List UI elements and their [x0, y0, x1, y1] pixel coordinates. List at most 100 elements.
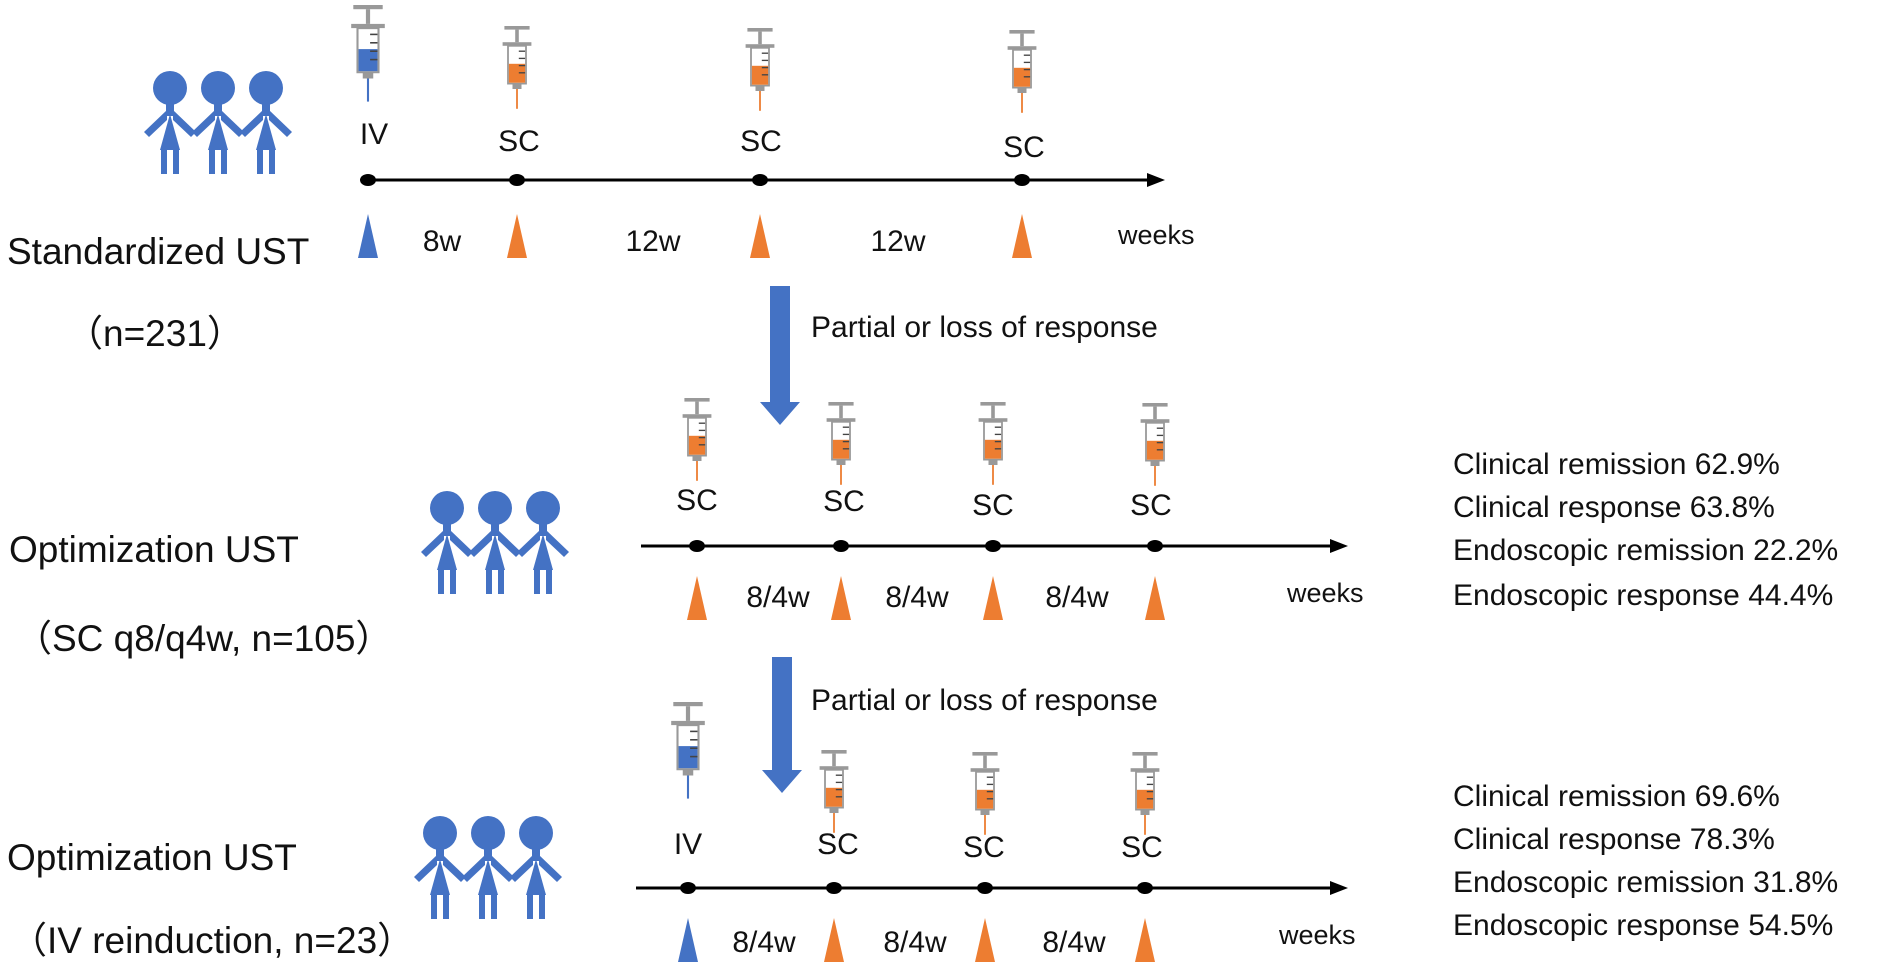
stage1-timeline: [351, 5, 1165, 258]
timepoint-dot: [977, 882, 993, 894]
sc-dose-marker: [750, 214, 770, 258]
iv-syringe-icon: [671, 702, 705, 799]
stage3-outcome-1: Clinical remission 69.6%: [1453, 782, 1780, 812]
iv-syringe-icon: [351, 5, 385, 102]
sc-syringe-icon: [745, 28, 775, 111]
stage1-people: [144, 71, 292, 174]
transition-arrow-2: [762, 657, 802, 793]
stage3-axis-units: weeks: [1279, 920, 1356, 950]
stage3-dose-label-3: SC: [963, 831, 1005, 864]
outcome-label: Endoscopic response: [1453, 579, 1740, 612]
stage1-dose-label-3: SC: [740, 125, 782, 158]
stage2-title: Optimization UST: [9, 529, 299, 570]
timeline-arrowhead: [1147, 173, 1165, 187]
transition2-label: Partial or loss of response: [811, 684, 1158, 717]
sc-syringe-icon: [1130, 752, 1160, 835]
outcome-label: Clinical response: [1453, 491, 1682, 524]
stage2-dose-label-1: SC: [676, 484, 718, 517]
stage3-outcome-2: Clinical response 78.3%: [1453, 825, 1775, 855]
sc-dose-marker: [687, 576, 707, 620]
timepoint-dot: [752, 174, 768, 186]
stage2-count: （SC q8/q4w, n=105）: [15, 618, 393, 659]
stage2-outcome-2: Clinical response 63.8%: [1453, 493, 1775, 523]
stage3-interval-2: 8/4w: [883, 926, 947, 959]
stage1-count: （n=231）: [66, 313, 244, 354]
sc-syringe-icon: [682, 398, 712, 481]
stage1-dose-label-4: SC: [1003, 131, 1045, 164]
stage2-dose-label-3: SC: [972, 489, 1014, 522]
stage2-outcome-3: Endoscopic remission 22.2%: [1453, 536, 1838, 566]
stage3-timeline: [636, 702, 1348, 962]
timeline-arrowhead: [1330, 539, 1348, 553]
stage3-outcome-3: Endoscopic remission 31.8%: [1453, 868, 1838, 898]
sc-dose-marker: [1135, 918, 1155, 962]
stage2-interval-2: 8/4w: [885, 581, 949, 614]
stage1-interval-1: 8w: [422, 225, 462, 258]
timepoint-dot: [826, 882, 842, 894]
stage1-dose-label-2: SC: [498, 125, 540, 158]
timepoint-dot: [689, 540, 705, 552]
stage2-timeline: [641, 398, 1348, 620]
outcome-value: 54.5%: [1748, 909, 1834, 942]
sc-dose-marker: [507, 214, 527, 258]
sc-dose-marker: [983, 576, 1003, 620]
stage3-interval-1: 8/4w: [732, 926, 796, 959]
stage1-interval-2: 12w: [625, 225, 681, 258]
stage2-axis-units: weeks: [1287, 578, 1364, 608]
sc-syringe-icon: [502, 26, 532, 109]
iv-dose-marker: [678, 918, 698, 962]
stage3-count: （IV reinduction, n=23）: [10, 920, 415, 961]
timepoint-dot: [360, 174, 376, 186]
outcome-value: 78.3%: [1689, 823, 1775, 856]
timepoint-dot: [985, 540, 1001, 552]
sc-syringe-icon: [819, 750, 849, 833]
stage2-dose-label-2: SC: [823, 485, 865, 518]
stage3-dose-label-1: IV: [673, 828, 703, 861]
stage3-dose-label-4: SC: [1121, 831, 1163, 864]
outcome-value: 31.8%: [1753, 866, 1839, 899]
sc-dose-marker: [831, 576, 851, 620]
stage3-people: [414, 816, 562, 919]
stage1-axis-units: weeks: [1118, 220, 1195, 250]
outcome-value: 22.2%: [1753, 534, 1839, 567]
sc-dose-marker: [1145, 576, 1165, 620]
outcome-label: Clinical remission: [1453, 780, 1687, 813]
transition1-label: Partial or loss of response: [811, 311, 1158, 344]
timepoint-dot: [680, 882, 696, 894]
stage2-interval-1: 8/4w: [746, 581, 810, 614]
stage2-outcome-4: Endoscopic response 44.4%: [1453, 581, 1833, 611]
outcome-label: Endoscopic remission: [1453, 866, 1745, 899]
timepoint-dot: [1147, 540, 1163, 552]
outcome-value: 69.6%: [1694, 780, 1780, 813]
stage1-title: Standardized UST: [7, 231, 310, 272]
stage2-dose-label-4: SC: [1130, 489, 1172, 522]
timepoint-dot: [509, 174, 525, 186]
timepoint-dot: [833, 540, 849, 552]
outcome-value: 62.9%: [1694, 448, 1780, 481]
outcome-label: Clinical response: [1453, 823, 1682, 856]
outcome-label: Clinical remission: [1453, 448, 1687, 481]
sc-syringe-icon: [826, 402, 856, 485]
stage1-interval-3: 12w: [870, 225, 926, 258]
stage3-outcome-4: Endoscopic response 54.5%: [1453, 911, 1833, 941]
transition-arrow-1: [760, 286, 800, 425]
stage2-interval-3: 8/4w: [1045, 581, 1109, 614]
stage2-outcome-1: Clinical remission 62.9%: [1453, 450, 1780, 480]
stage3-dose-label-2: SC: [817, 828, 859, 861]
outcome-value: 63.8%: [1689, 491, 1775, 524]
iv-dose-marker: [358, 214, 378, 258]
stage3-title: Optimization UST: [7, 837, 297, 878]
sc-syringe-icon: [1140, 403, 1170, 486]
sc-syringe-icon: [970, 752, 1000, 835]
sc-syringe-icon: [1007, 30, 1037, 113]
timepoint-dot: [1014, 174, 1030, 186]
outcome-label: Endoscopic remission: [1453, 534, 1745, 567]
stage2-people: [421, 491, 569, 594]
sc-syringe-icon: [978, 402, 1008, 485]
stage1-dose-label-1: IV: [359, 118, 389, 151]
sc-dose-marker: [975, 918, 995, 962]
timeline-arrowhead: [1330, 881, 1348, 895]
timepoint-dot: [1137, 882, 1153, 894]
